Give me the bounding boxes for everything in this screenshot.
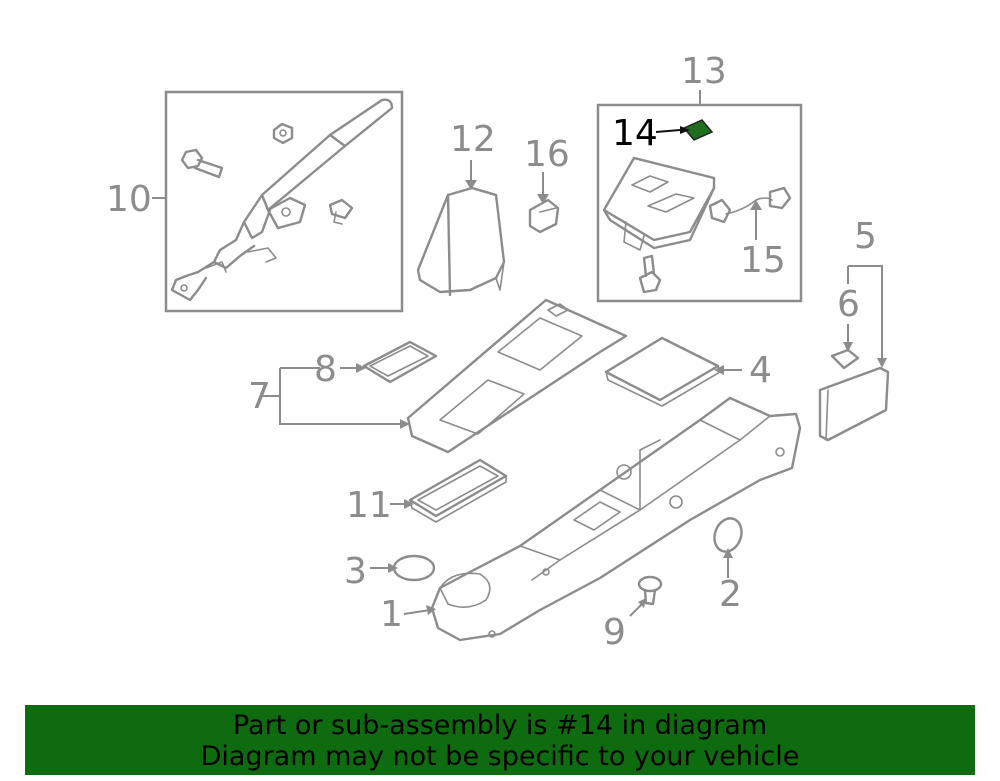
callout-1: 1: [380, 594, 403, 635]
info-banner: Part or sub-assembly is #14 in diagram D…: [25, 705, 975, 775]
callout-15: 15: [740, 240, 786, 281]
parking-brake-box: [164, 90, 404, 313]
callout-14: 14: [612, 113, 658, 154]
clip-9: [637, 575, 663, 606]
clip-6: [830, 348, 860, 370]
callout-6: 6: [837, 284, 860, 325]
callout-3: 3: [344, 551, 367, 592]
leader-lines: [152, 90, 887, 617]
part-14-switch: [682, 119, 714, 141]
bolt-switch: [638, 254, 662, 294]
callout-12: 12: [450, 119, 496, 160]
banner-line-1: Part or sub-assembly is #14 in diagram: [232, 710, 768, 741]
harness-15: [708, 186, 792, 224]
nut-parking-brake: [272, 122, 294, 145]
armrest-lid-4: [604, 336, 721, 407]
callout-2: 2: [719, 574, 742, 615]
clip-16: [528, 198, 560, 234]
ring-3: [392, 554, 436, 582]
parts-diagram: 1 2 3 4 5 6 7 8 9 10 11 12 13 14 15 16: [106, 51, 890, 653]
callout-5: 5: [854, 216, 877, 257]
callout-11: 11: [346, 485, 392, 526]
bolt-parking-brake: [180, 148, 224, 179]
callout-9: 9: [603, 612, 626, 653]
callout-8: 8: [314, 349, 337, 390]
side-trim-5: [818, 366, 890, 442]
tray-11: [408, 458, 508, 523]
shift-boot: [416, 186, 506, 297]
storage-mat-8: [362, 340, 438, 384]
cap-2: [713, 517, 743, 553]
switch-bezel: [602, 156, 716, 251]
parking-brake-lever: [170, 98, 394, 302]
console-body-1: [430, 396, 802, 642]
callout-7: 7: [248, 376, 271, 417]
callout-13: 13: [681, 51, 727, 92]
callout-10: 10: [106, 179, 152, 220]
banner-line-2: Diagram may not be specific to your vehi…: [200, 741, 800, 772]
clip-parking-brake: [328, 198, 354, 225]
callout-4: 4: [749, 350, 772, 391]
callout-16: 16: [524, 134, 570, 175]
console-trim-7: [406, 298, 628, 454]
